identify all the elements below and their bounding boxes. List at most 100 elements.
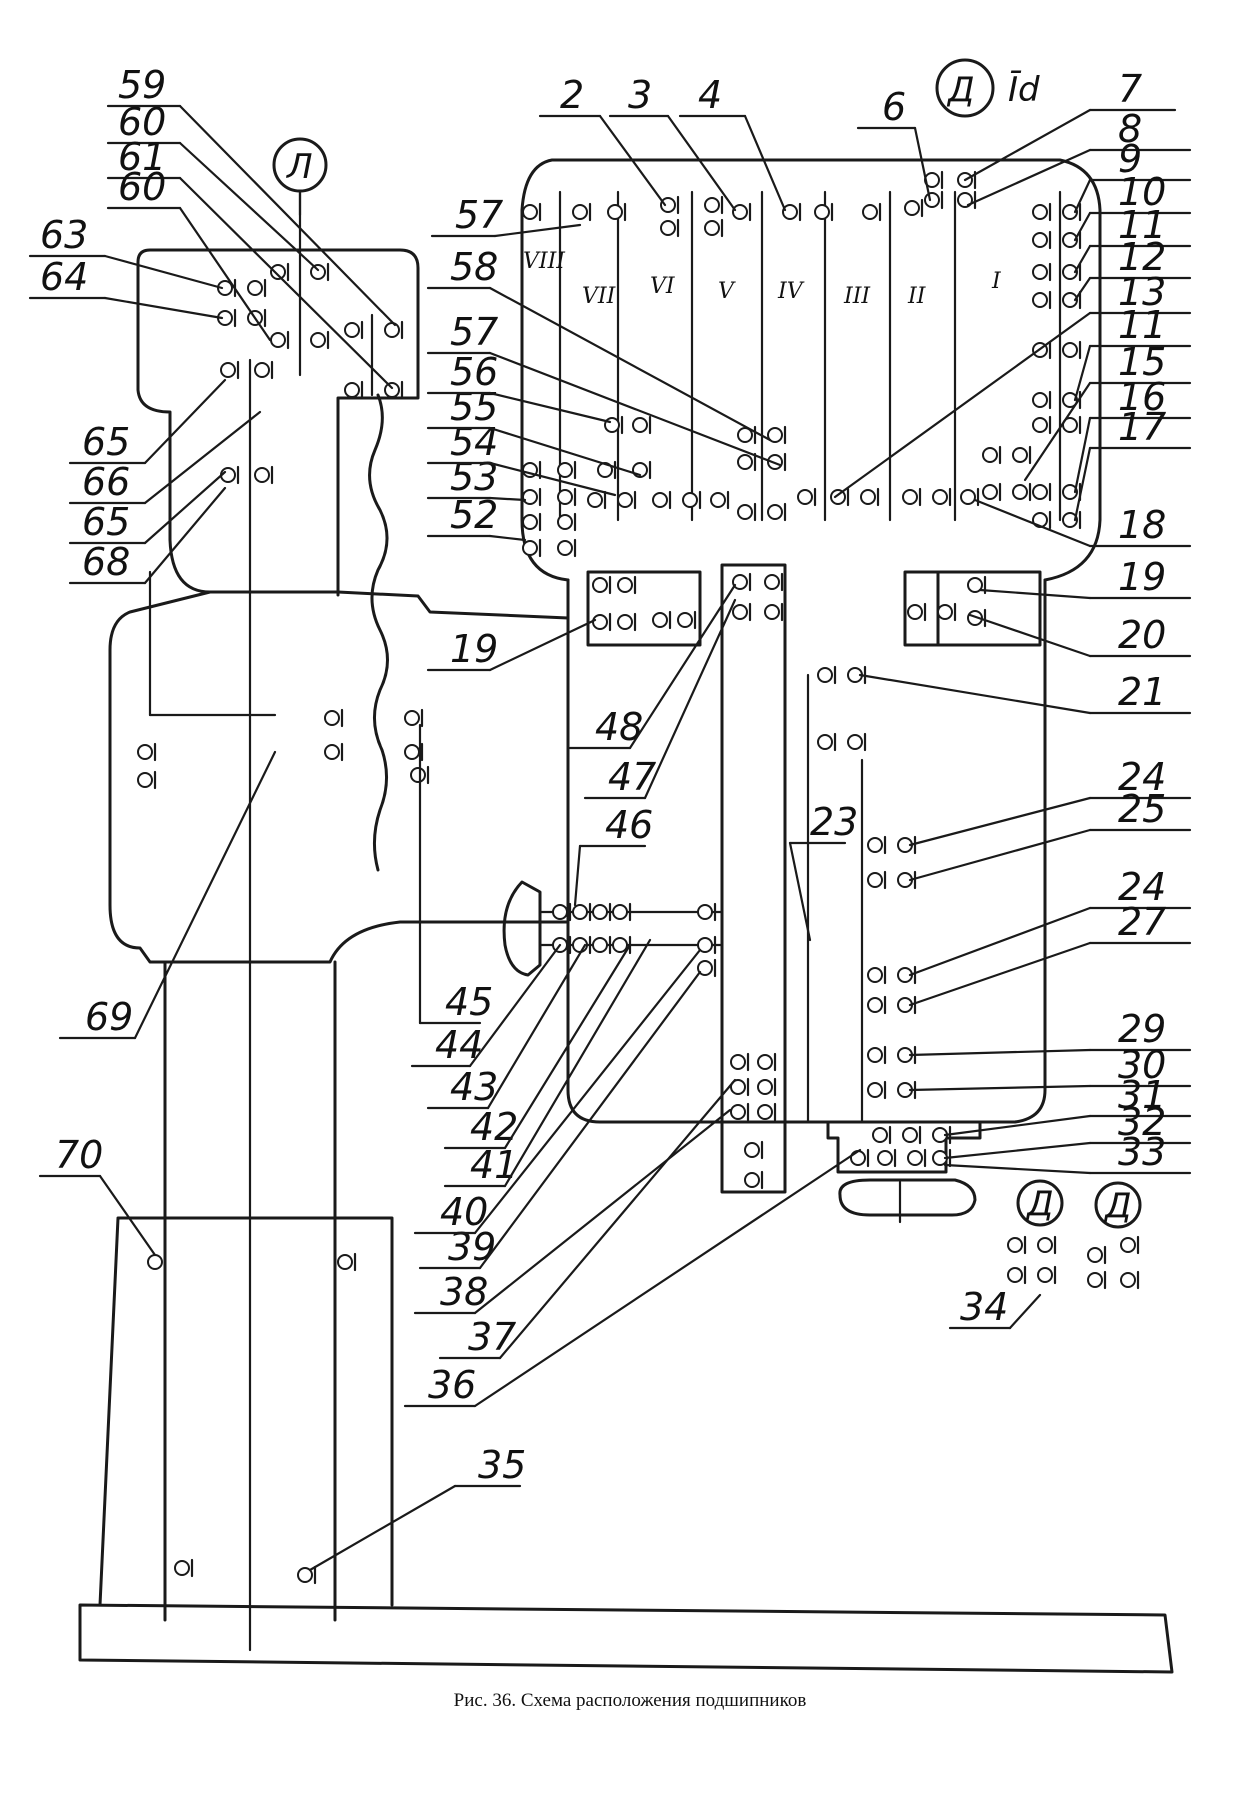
leader-n32: 32 bbox=[943, 1100, 1192, 1160]
bearing-symbol bbox=[592, 935, 612, 955]
leader-line bbox=[666, 114, 737, 212]
bearing-symbol bbox=[1037, 1265, 1057, 1285]
part-number-label: 17 bbox=[1118, 405, 1166, 449]
left-pillar bbox=[163, 960, 337, 1622]
part-number-label: 30 bbox=[1118, 1043, 1166, 1087]
view-letter-inset-1: Д bbox=[1025, 1184, 1054, 1224]
leader-n13: 13 bbox=[833, 270, 1192, 499]
bearing-symbol bbox=[310, 262, 330, 282]
bearing-symbol bbox=[817, 732, 837, 752]
bearing-symbol bbox=[552, 902, 572, 922]
part-number-label: 11 bbox=[1118, 303, 1166, 347]
bearing-symbol bbox=[522, 512, 542, 532]
bearing-symbol bbox=[767, 502, 787, 522]
bearing-symbol bbox=[737, 452, 757, 472]
leader-n24b: 24 bbox=[908, 865, 1192, 977]
part-number-label: 6 bbox=[882, 85, 906, 129]
leader-n41: 41 bbox=[443, 938, 652, 1188]
leader-n16: 16 bbox=[1073, 375, 1192, 494]
leader-line bbox=[908, 828, 1092, 882]
bearing-symbol bbox=[877, 1148, 897, 1168]
leader-line bbox=[178, 141, 320, 272]
leader-n10: 10 bbox=[1073, 170, 1192, 242]
part-number-label: 33 bbox=[1118, 1130, 1166, 1174]
shaft-label-v: V bbox=[718, 279, 736, 304]
leader-n11a: 11 bbox=[1073, 203, 1192, 274]
bearing-symbol bbox=[744, 1140, 764, 1160]
leader-line bbox=[908, 796, 1092, 847]
leader-line bbox=[178, 104, 397, 327]
part-number-label: 24 bbox=[1118, 755, 1166, 799]
part-number-label: 8 bbox=[1118, 107, 1142, 151]
bearing-symbol bbox=[1062, 202, 1082, 222]
part-number-label: 41 bbox=[470, 1143, 518, 1187]
bearing-symbol bbox=[1012, 445, 1032, 465]
bearing-symbol bbox=[767, 425, 787, 445]
part-number-label: 15 bbox=[1118, 340, 1166, 384]
bearing-symbol bbox=[897, 870, 917, 890]
bearing-symbol bbox=[220, 360, 240, 380]
part-number-label: 58 bbox=[450, 245, 498, 289]
bearing-symbol bbox=[572, 202, 592, 222]
leader-n37: 37 bbox=[438, 1078, 737, 1360]
bearing-symbol bbox=[592, 612, 612, 632]
bearing-symbol bbox=[862, 202, 882, 222]
leader-line bbox=[908, 1084, 1092, 1092]
part-number-label: 19 bbox=[1118, 555, 1166, 599]
bearing-symbol bbox=[867, 1080, 887, 1100]
bearing-symbol bbox=[217, 308, 237, 328]
bearing-symbol bbox=[344, 380, 364, 400]
leader-line bbox=[488, 391, 612, 424]
leader-n44: 44 bbox=[410, 943, 562, 1068]
part-number-label: 66 bbox=[82, 460, 130, 504]
left-column-top bbox=[336, 590, 570, 620]
bearing-symbol bbox=[757, 1077, 777, 1097]
bearing-symbol bbox=[617, 612, 637, 632]
leader-line bbox=[498, 1078, 737, 1360]
bearing-symbol bbox=[1062, 340, 1082, 360]
part-number-label: 16 bbox=[1118, 375, 1166, 419]
leader-n31: 31 bbox=[943, 1073, 1192, 1137]
part-number-label: 35 bbox=[478, 1443, 526, 1487]
bearing-symbol bbox=[697, 958, 717, 978]
part-number-label: 65 bbox=[82, 500, 130, 544]
bearing-symbol bbox=[652, 490, 672, 510]
shaft-label-iii: III bbox=[843, 284, 871, 309]
leader-n69: 69 bbox=[58, 750, 277, 1040]
bearing-symbol bbox=[860, 487, 880, 507]
leader-line bbox=[143, 486, 227, 585]
leader-n68: 68 bbox=[68, 486, 227, 585]
part-number-label: 29 bbox=[1118, 1007, 1166, 1051]
view-circle-inset-2 bbox=[1094, 1181, 1142, 1229]
shaft-label-ii: II bbox=[907, 284, 927, 309]
bearing-symbol bbox=[1120, 1270, 1140, 1290]
leader-n27: 27 bbox=[908, 900, 1192, 1007]
bearing-symbol bbox=[270, 262, 290, 282]
bearing-symbol bbox=[612, 902, 632, 922]
leader-line bbox=[788, 841, 812, 942]
bearing-symbol bbox=[867, 870, 887, 890]
leader-line bbox=[178, 206, 272, 342]
leader-n30: 30 bbox=[908, 1043, 1192, 1092]
leader-line bbox=[963, 108, 1092, 182]
part-number-label: 37 bbox=[468, 1315, 516, 1359]
bearing-symbol bbox=[1032, 390, 1052, 410]
left-head-outline bbox=[136, 248, 420, 597]
leader-line bbox=[1073, 446, 1092, 522]
gearbox-shafts bbox=[558, 190, 1062, 522]
leader-n42: 42 bbox=[443, 943, 632, 1150]
part-number-label: 60 bbox=[118, 165, 166, 209]
leader-line bbox=[1073, 344, 1092, 402]
bearing-symbol bbox=[757, 1102, 777, 1122]
part-number-label: 34 bbox=[960, 1285, 1008, 1329]
leader-n48: 48 bbox=[568, 583, 737, 750]
part-number-label: 27 bbox=[1118, 900, 1166, 944]
leader-line bbox=[1073, 244, 1092, 274]
bearing-symbol bbox=[957, 190, 977, 210]
leader-line bbox=[966, 148, 1092, 207]
view-letter-top: Д bbox=[946, 70, 975, 110]
bearing-symbol bbox=[1032, 202, 1052, 222]
part-number-label: 43 bbox=[450, 1065, 498, 1109]
leader-n20: 20 bbox=[968, 613, 1192, 658]
lever bbox=[838, 1178, 977, 1217]
